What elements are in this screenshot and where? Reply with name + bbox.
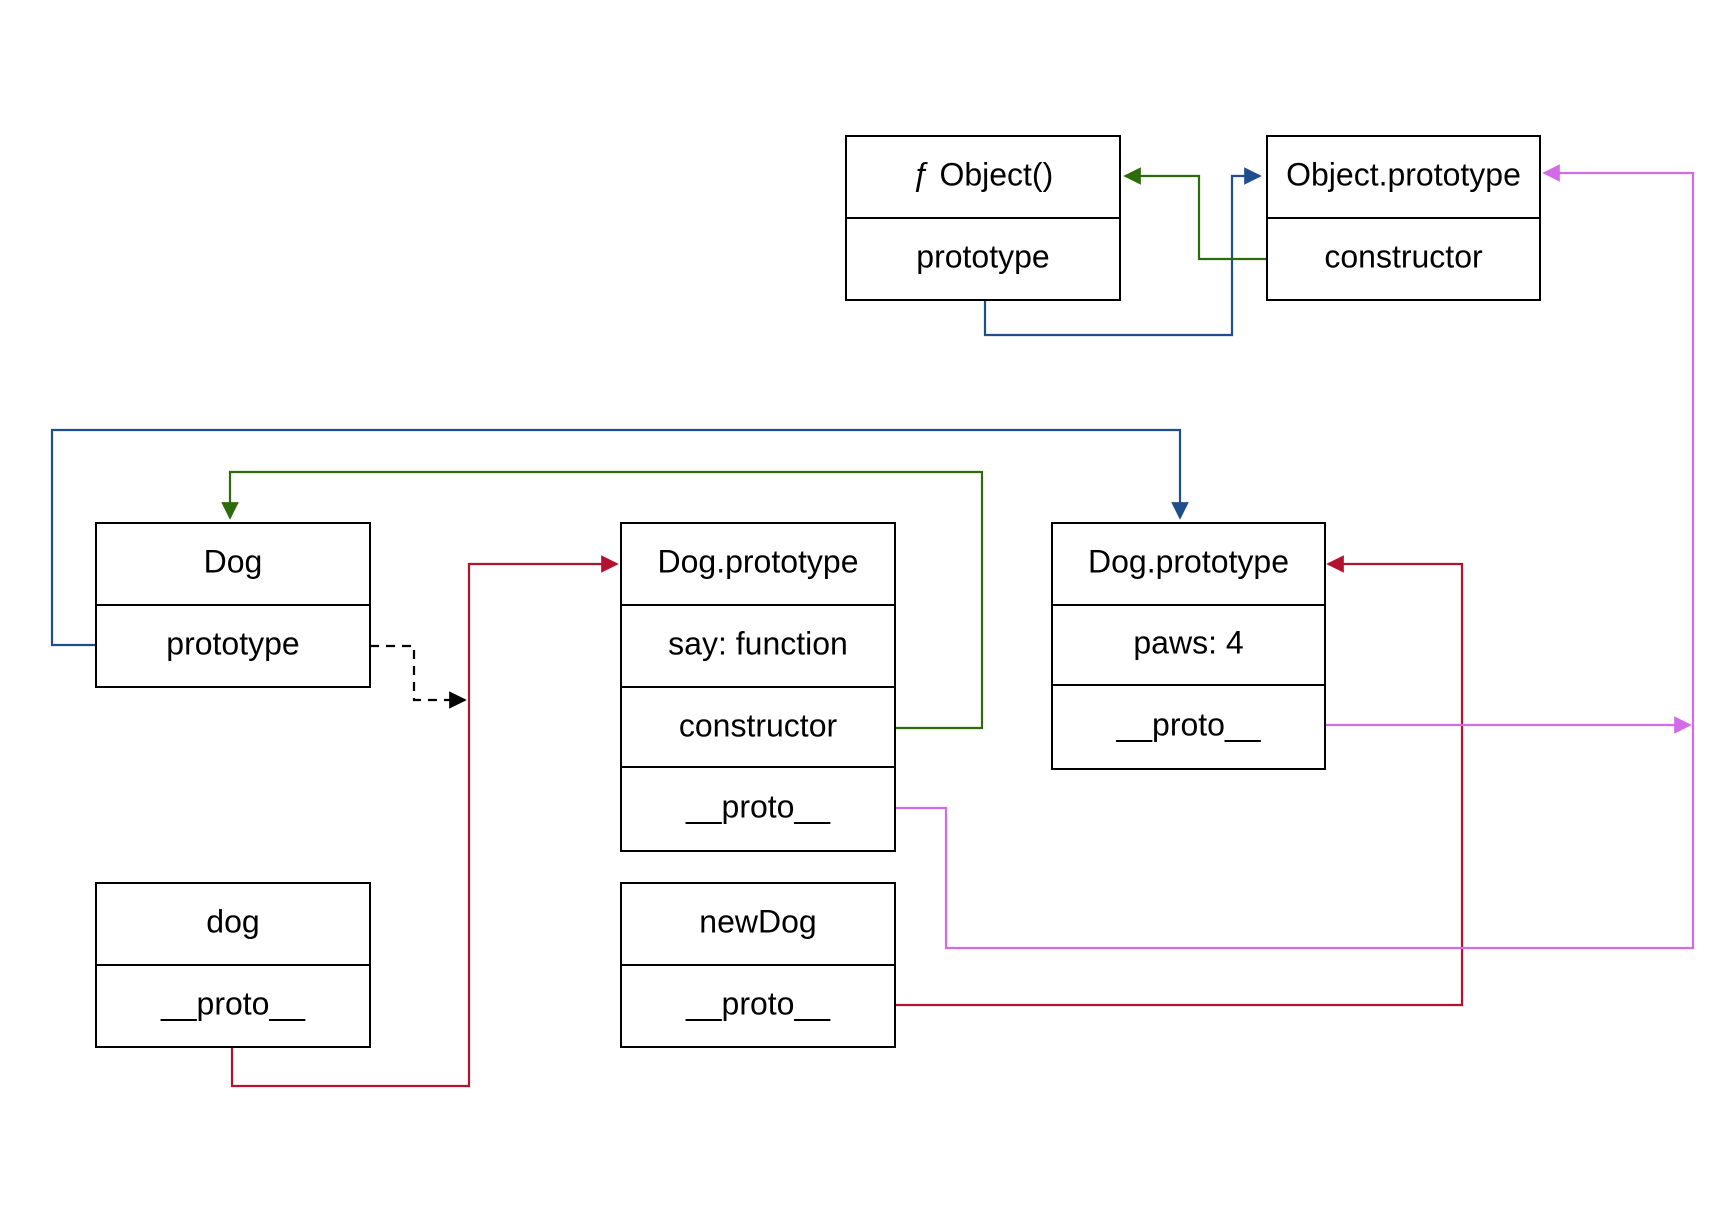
dog-prototype-original-title: Dog.prototype	[657, 543, 858, 579]
dog-prototype-original-box: Dog.prototype say: function constructor …	[620, 522, 896, 852]
dog-prototype-original-proto-field: __proto__	[685, 788, 831, 824]
object-prototype-box: Object.prototype constructor	[1266, 135, 1541, 301]
new-dog-instance-box: newDog __proto__	[620, 882, 896, 1048]
object-constructor-link	[1123, 167, 1267, 261]
dog-prototype-new-box: Dog.prototype paws: 4 __proto__	[1051, 522, 1326, 770]
dog-instance-box: dog __proto__	[95, 882, 371, 1048]
dog-prototype-orig-proto-link	[895, 164, 1695, 950]
dog-prototype-link	[50, 428, 1189, 647]
dog-constructor-box: Dog prototype	[95, 522, 371, 688]
object-function-box: ƒ Object() prototype	[845, 135, 1121, 301]
object-function-prototype-field: prototype	[916, 238, 1049, 274]
new-dog-instance-title: newDog	[699, 903, 816, 939]
dog-prototype-constructor-field: constructor	[679, 707, 838, 743]
dog-old-prototype-link	[370, 644, 467, 709]
dog-instance-proto-link	[230, 555, 619, 1088]
dog-instance-proto-field: __proto__	[160, 985, 306, 1021]
new-dog-instance-proto-link	[895, 555, 1464, 1007]
new-dog-instance-proto-field: __proto__	[685, 985, 831, 1021]
dog-prototype-new-proto-field: __proto__	[1115, 706, 1261, 742]
object-prototype-link	[983, 167, 1262, 337]
object-prototype-title: Object.prototype	[1286, 156, 1521, 192]
dog-instance-title: dog	[206, 903, 259, 939]
dog-constructor-link	[221, 470, 984, 730]
dog-prototype-say-field: say: function	[668, 625, 848, 661]
dog-prototype-paws-field: paws: 4	[1133, 624, 1243, 660]
dog-constructor-title: Dog	[204, 543, 263, 579]
object-prototype-constructor-field: constructor	[1324, 238, 1483, 274]
dog-prototype-new-title: Dog.prototype	[1088, 543, 1289, 579]
object-function-title: ƒ Object()	[913, 156, 1053, 192]
dog-constructor-prototype-field: prototype	[166, 625, 299, 661]
